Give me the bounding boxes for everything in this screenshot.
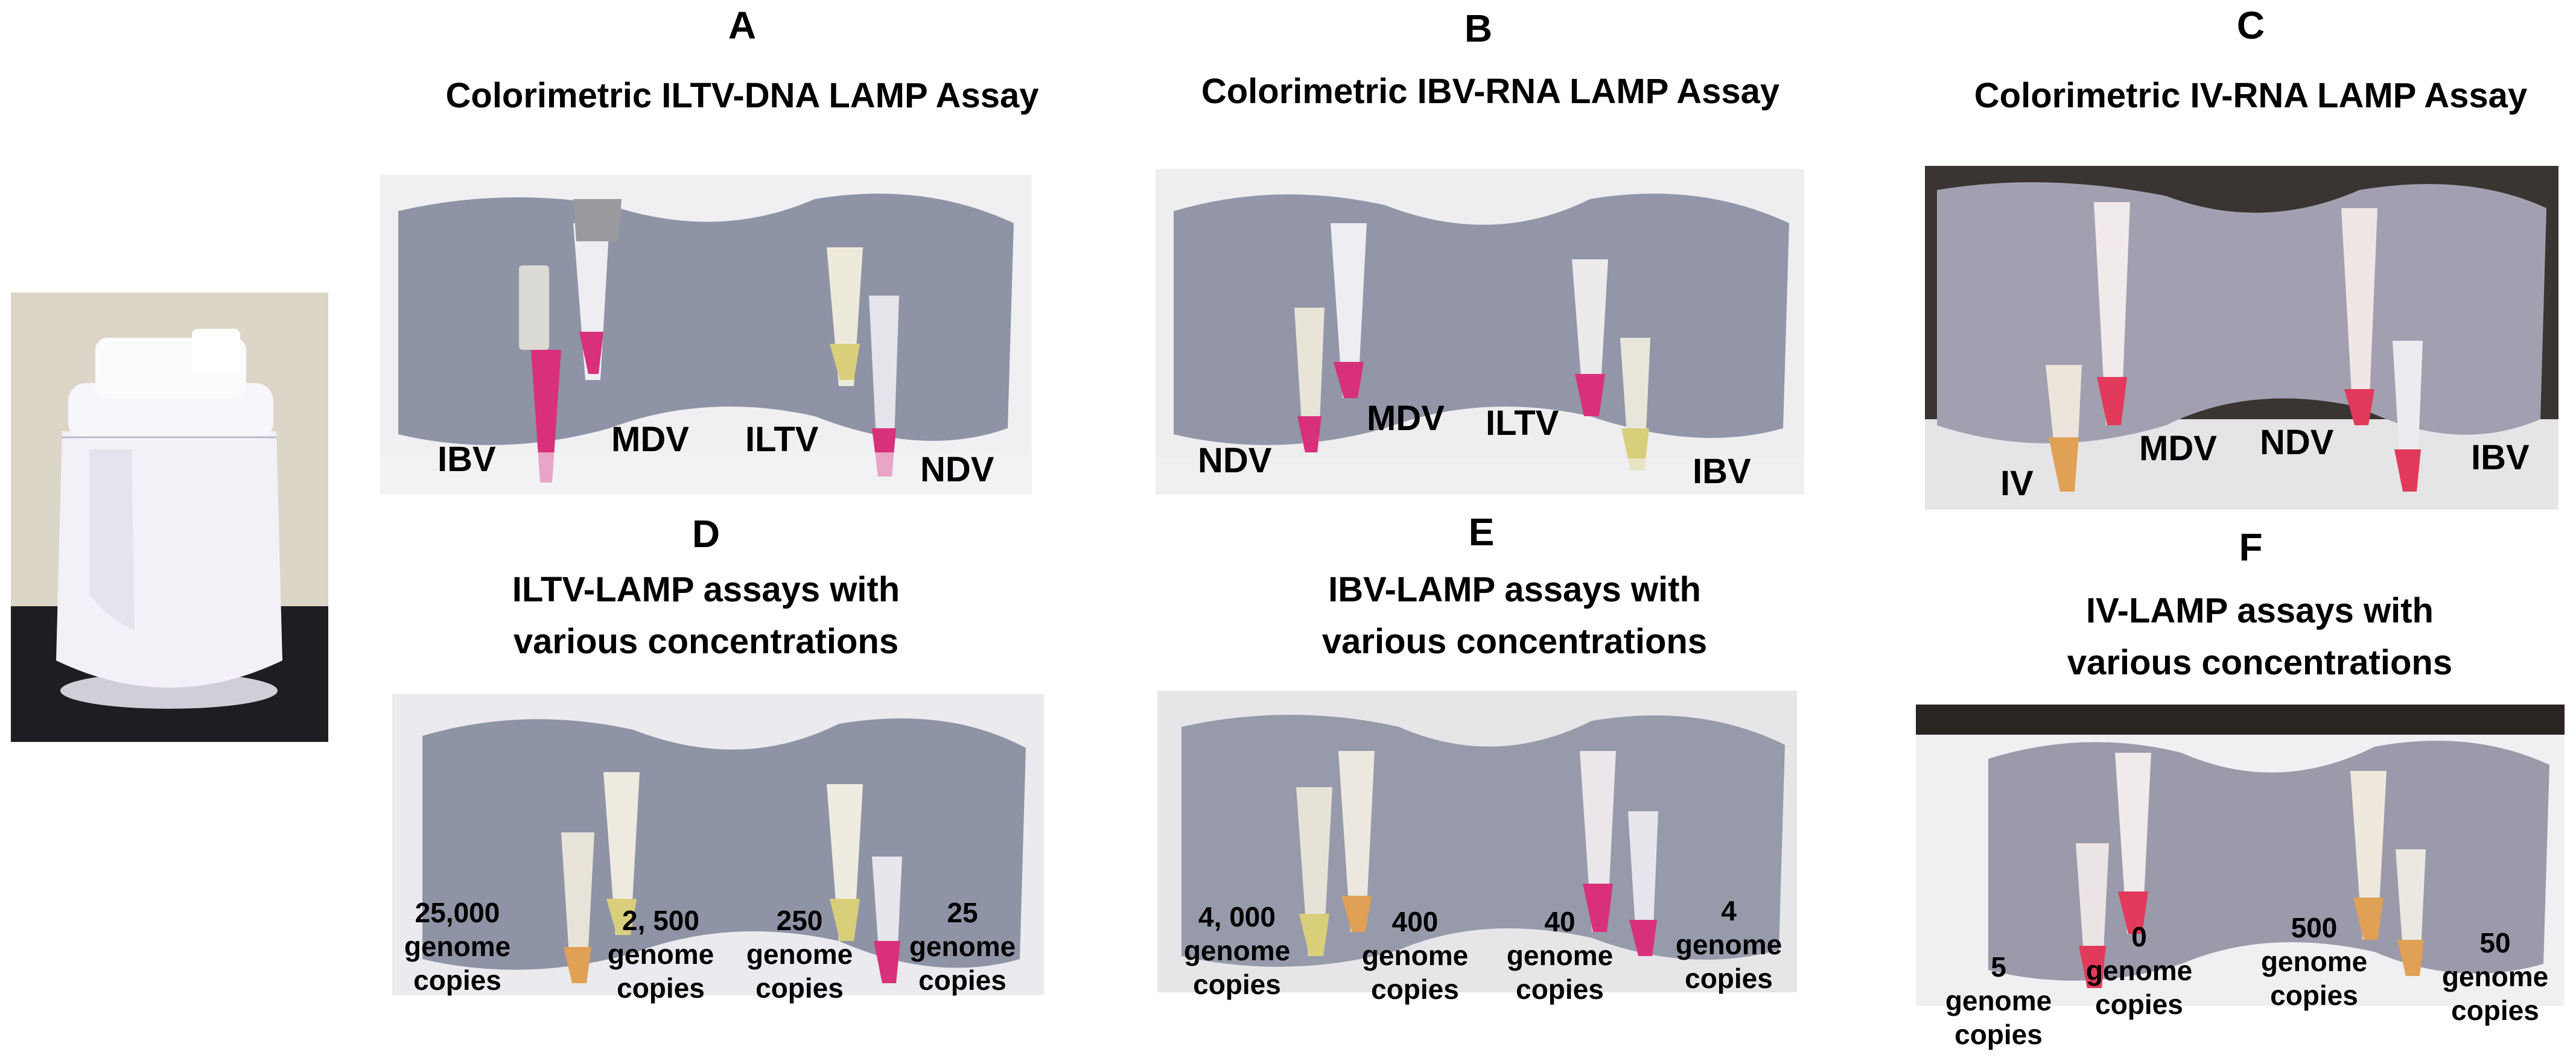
panel-title-d-line1: ILTV-LAMP assays with bbox=[512, 570, 900, 609]
conc-label-e-4: 4 genome copies bbox=[1674, 894, 1783, 995]
conc-label-f-3-word2: copies bbox=[2270, 980, 2358, 1011]
panel-letter-d: D bbox=[692, 512, 720, 556]
conc-label-e-3-word1: genome bbox=[1506, 940, 1614, 971]
conc-label-e-4-word1: genome bbox=[1675, 929, 1783, 960]
photo-panel-a bbox=[380, 175, 1032, 495]
panel-title-e-line2: various concentrations bbox=[1321, 622, 1708, 661]
conc-label-e-1-word1: genome bbox=[1183, 935, 1291, 966]
tube-label-c-1: IV bbox=[2000, 464, 2034, 503]
conc-label-d-4-word1: genome bbox=[909, 931, 1016, 962]
photo-panel-d bbox=[392, 694, 1044, 995]
conc-label-e-1: 4, 000 genome copies bbox=[1183, 900, 1291, 1001]
panel-title-d: ILTV-LAMP assays with various concentrat… bbox=[422, 564, 990, 668]
photo-panel-b bbox=[1156, 169, 1804, 495]
conc-label-d-2-word1: genome bbox=[607, 939, 714, 970]
conc-label-f-1-word1: genome bbox=[1945, 985, 2052, 1016]
panel-letter-b: B bbox=[1464, 7, 1493, 50]
conc-label-d-4: 25 genome copies bbox=[908, 896, 1017, 997]
conc-label-f-4-word1: genome bbox=[2441, 961, 2549, 992]
conc-label-f-4-word2: copies bbox=[2451, 995, 2539, 1026]
conc-label-d-1-value: 25,000 bbox=[415, 897, 500, 928]
photo-panel-e bbox=[1157, 691, 1797, 992]
conc-label-e-3: 40 genome copies bbox=[1506, 905, 1614, 1006]
conc-label-f-2: 0 genome copies bbox=[2085, 920, 2193, 1021]
conc-label-e-3-word2: copies bbox=[1516, 974, 1604, 1005]
conc-label-d-3-value: 250 bbox=[776, 905, 823, 936]
panel-letter-a: A bbox=[728, 4, 757, 47]
panel-title-e-line1: IBV-LAMP assays with bbox=[1328, 570, 1701, 609]
photo-panel-c bbox=[1925, 166, 2559, 510]
panel-title-e: IBV-LAMP assays with various concentrati… bbox=[1231, 564, 1798, 668]
tube-label-c-4: IBV bbox=[2471, 438, 2530, 477]
conc-label-e-2-value: 400 bbox=[1391, 906, 1439, 937]
tube-label-b-4: IBV bbox=[1693, 452, 1751, 491]
conc-label-e-3-value: 40 bbox=[1544, 906, 1576, 937]
conc-label-d-3-word1: genome bbox=[746, 939, 853, 970]
panel-title-b: Colorimetric IBV-RNA LAMP Assay bbox=[1201, 72, 1780, 111]
tube-label-b-1: NDV bbox=[1198, 441, 1272, 480]
conc-label-d-3: 250 genome copies bbox=[745, 904, 854, 1005]
conc-label-d-4-word2: copies bbox=[918, 965, 1007, 996]
conc-label-e-2-word1: genome bbox=[1361, 940, 1469, 971]
conc-label-f-1-value: 5 bbox=[1991, 951, 2006, 983]
conc-label-f-2-word2: copies bbox=[2095, 989, 2183, 1020]
tube-label-c-3: NDV bbox=[2260, 423, 2334, 462]
conc-label-d-1: 25,000 genome copies bbox=[403, 896, 512, 997]
tube-label-a-1: IBV bbox=[437, 440, 496, 479]
conc-label-d-2-word2: copies bbox=[617, 972, 705, 1004]
conc-label-f-3-value: 500 bbox=[2291, 912, 2338, 943]
conc-label-f-2-word1: genome bbox=[2085, 955, 2193, 986]
tube-label-c-2: MDV bbox=[2139, 429, 2217, 468]
panel-letter-c: C bbox=[2236, 4, 2265, 47]
panel-letter-e: E bbox=[1468, 510, 1495, 554]
conc-label-d-4-value: 25 bbox=[947, 897, 978, 928]
tube-label-a-4: NDV bbox=[920, 450, 994, 489]
conc-label-e-1-value: 4, 000 bbox=[1198, 901, 1276, 933]
conc-label-e-2-word2: copies bbox=[1371, 974, 1459, 1005]
tube-label-b-2: MDV bbox=[1367, 399, 1445, 438]
conc-label-f-4: 50 genome copies bbox=[2441, 926, 2549, 1027]
conc-label-f-3-word1: genome bbox=[2260, 946, 2368, 977]
conc-label-f-1-word2: copies bbox=[1954, 1019, 2043, 1050]
conc-label-f-4-value: 50 bbox=[2479, 927, 2511, 958]
conc-label-d-2: 2, 500 genome copies bbox=[606, 904, 715, 1005]
panel-title-a: Colorimetric ILTV-DNA LAMP Assay bbox=[445, 76, 1039, 115]
conc-label-f-1: 5 genome copies bbox=[1944, 950, 2053, 1051]
panel-title-c: Colorimetric IV-RNA LAMP Assay bbox=[1974, 76, 2528, 115]
conc-label-d-2-value: 2, 500 bbox=[622, 905, 699, 936]
conc-label-f-2-value: 0 bbox=[2131, 921, 2147, 952]
container-photo bbox=[11, 293, 328, 742]
panel-title-f-line1: IV-LAMP assays with bbox=[2086, 591, 2434, 630]
panel-title-f: IV-LAMP assays with various concentratio… bbox=[1976, 585, 2543, 689]
panel-title-d-line2: various concentrations bbox=[513, 622, 899, 661]
panel-letter-f: F bbox=[2239, 525, 2263, 569]
panel-title-f-line2: various concentrations bbox=[2067, 643, 2453, 682]
conc-label-e-4-word2: copies bbox=[1685, 963, 1773, 994]
conc-label-d-3-word2: copies bbox=[755, 972, 844, 1004]
conc-label-d-1-word1: genome bbox=[404, 931, 511, 962]
conc-label-d-1-word2: copies bbox=[413, 965, 501, 996]
conc-label-e-4-value: 4 bbox=[1721, 895, 1737, 927]
conc-label-e-1-word2: copies bbox=[1193, 969, 1281, 1000]
tube-label-a-3: ILTV bbox=[745, 420, 819, 459]
tube-label-a-2: MDV bbox=[611, 420, 689, 459]
conc-label-e-2: 400 genome copies bbox=[1361, 905, 1469, 1006]
tube-label-b-3: ILTV bbox=[1486, 404, 1559, 443]
photo-panel-f bbox=[1916, 705, 2565, 1006]
conc-label-f-3: 500 genome copies bbox=[2260, 911, 2368, 1012]
